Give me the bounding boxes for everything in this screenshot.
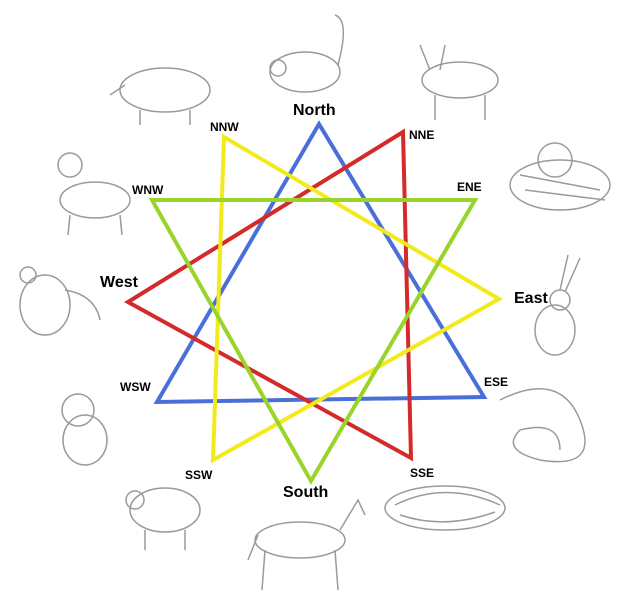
label-ene: ENE xyxy=(457,180,482,194)
pig-icon xyxy=(109,67,211,125)
ox-icon xyxy=(419,44,499,120)
label-north: North xyxy=(293,102,336,119)
label-sse: SSE xyxy=(410,466,435,480)
rabbit-icon xyxy=(534,254,581,356)
yellow-triangle xyxy=(210,133,504,464)
rat-icon xyxy=(269,14,344,93)
label-ssw: SSW xyxy=(185,468,213,482)
dragon-icon xyxy=(499,388,586,463)
label-south: South xyxy=(283,484,329,501)
label-nne: NNE xyxy=(409,128,435,142)
label-nnw: NNW xyxy=(210,120,239,134)
label-wnw: WNW xyxy=(132,183,164,197)
label-east: East xyxy=(514,290,548,307)
label-wsw: WSW xyxy=(120,380,151,394)
dog-icon xyxy=(57,152,131,236)
snake-icon xyxy=(384,485,506,531)
rooster-icon xyxy=(19,266,101,336)
monkey-icon xyxy=(61,393,108,466)
label-west: West xyxy=(100,274,138,291)
red-triangle xyxy=(124,128,414,462)
horse-icon xyxy=(247,498,366,591)
green-triangle xyxy=(148,198,479,486)
sheep-icon xyxy=(125,487,201,550)
label-ese: ESE xyxy=(484,375,509,389)
tiger-icon xyxy=(509,142,611,211)
